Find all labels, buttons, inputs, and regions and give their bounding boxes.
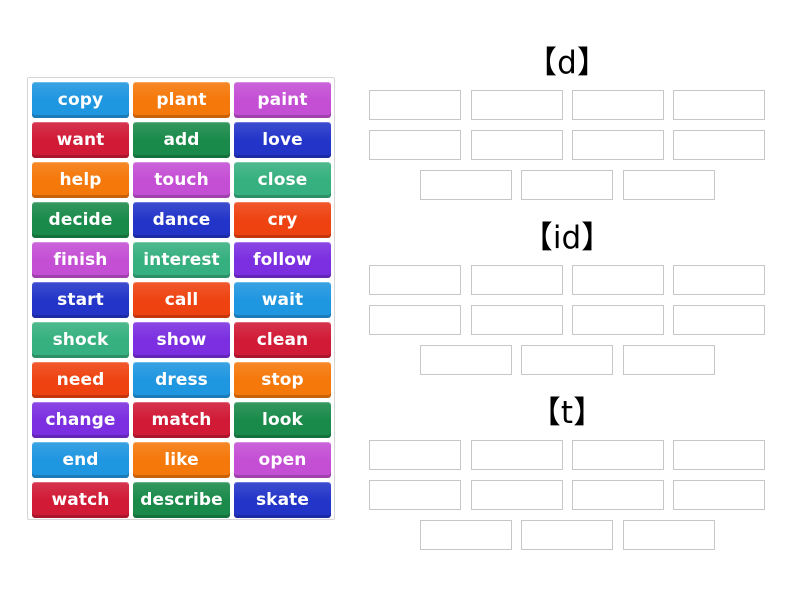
drop-slot[interactable] (521, 345, 613, 375)
drop-slot[interactable] (572, 265, 664, 295)
drop-slot[interactable] (623, 520, 715, 550)
group-title-d: 【d】 (526, 45, 608, 81)
drop-slot[interactable] (471, 265, 563, 295)
drop-slot[interactable] (471, 90, 563, 120)
word-tile-match[interactable]: match (133, 402, 230, 438)
drop-slot[interactable] (420, 345, 512, 375)
drop-slot[interactable] (673, 90, 765, 120)
drop-slot[interactable] (471, 480, 563, 510)
drop-slot[interactable] (471, 440, 563, 470)
word-tile-close[interactable]: close (234, 162, 331, 198)
drop-slot[interactable] (673, 480, 765, 510)
drop-slot[interactable] (471, 305, 563, 335)
word-tile-interest[interactable]: interest (133, 242, 230, 278)
word-tile-paint[interactable]: paint (234, 82, 331, 118)
word-tile-describe[interactable]: describe (133, 482, 230, 518)
word-tile-stop[interactable]: stop (234, 362, 331, 398)
drop-slot[interactable] (572, 480, 664, 510)
word-tile-want[interactable]: want (32, 122, 129, 158)
word-tile-dress[interactable]: dress (133, 362, 230, 398)
drop-slot[interactable] (673, 305, 765, 335)
drop-slot[interactable] (420, 520, 512, 550)
word-tile-touch[interactable]: touch (133, 162, 230, 198)
drop-slot[interactable] (572, 130, 664, 160)
word-tile-need[interactable]: need (32, 362, 129, 398)
word-tile-love[interactable]: love (234, 122, 331, 158)
word-tile-decide[interactable]: decide (32, 202, 129, 238)
drop-slot[interactable] (420, 170, 512, 200)
word-tile-shock[interactable]: shock (32, 322, 129, 358)
drop-slot[interactable] (369, 480, 461, 510)
group-title-t: 【t】 (529, 395, 605, 431)
drop-slot[interactable] (369, 440, 461, 470)
word-tile-wait[interactable]: wait (234, 282, 331, 318)
word-tile-skate[interactable]: skate (234, 482, 331, 518)
drop-slot[interactable] (369, 130, 461, 160)
word-tile-clean[interactable]: clean (234, 322, 331, 358)
word-tile-watch[interactable]: watch (32, 482, 129, 518)
word-tile-show[interactable]: show (133, 322, 230, 358)
drop-slot[interactable] (623, 345, 715, 375)
drop-slot[interactable] (572, 440, 664, 470)
group-title-id: 【id】 (521, 220, 613, 256)
drop-slot[interactable] (369, 90, 461, 120)
word-tile-follow[interactable]: follow (234, 242, 331, 278)
drop-slot[interactable] (673, 440, 765, 470)
word-tile-cry[interactable]: cry (234, 202, 331, 238)
word-tile-start[interactable]: start (32, 282, 129, 318)
word-tile-help[interactable]: help (32, 162, 129, 198)
drop-slot[interactable] (369, 265, 461, 295)
drop-slot[interactable] (673, 130, 765, 160)
drop-slot[interactable] (572, 305, 664, 335)
word-tile-end[interactable]: end (32, 442, 129, 478)
word-tile-plant[interactable]: plant (133, 82, 230, 118)
word-tile-finish[interactable]: finish (32, 242, 129, 278)
word-tile-change[interactable]: change (32, 402, 129, 438)
word-tile-dance[interactable]: dance (133, 202, 230, 238)
drop-slot[interactable] (369, 305, 461, 335)
drop-slot[interactable] (521, 520, 613, 550)
drop-slot[interactable] (471, 130, 563, 160)
word-tile-look[interactable]: look (234, 402, 331, 438)
word-tile-open[interactable]: open (234, 442, 331, 478)
word-tile-add[interactable]: add (133, 122, 230, 158)
word-tile-copy[interactable]: copy (32, 82, 129, 118)
drop-slot[interactable] (521, 170, 613, 200)
drop-slot[interactable] (572, 90, 664, 120)
drop-slot[interactable] (673, 265, 765, 295)
word-tile-call[interactable]: call (133, 282, 230, 318)
drop-slot[interactable] (623, 170, 715, 200)
word-tile-like[interactable]: like (133, 442, 230, 478)
